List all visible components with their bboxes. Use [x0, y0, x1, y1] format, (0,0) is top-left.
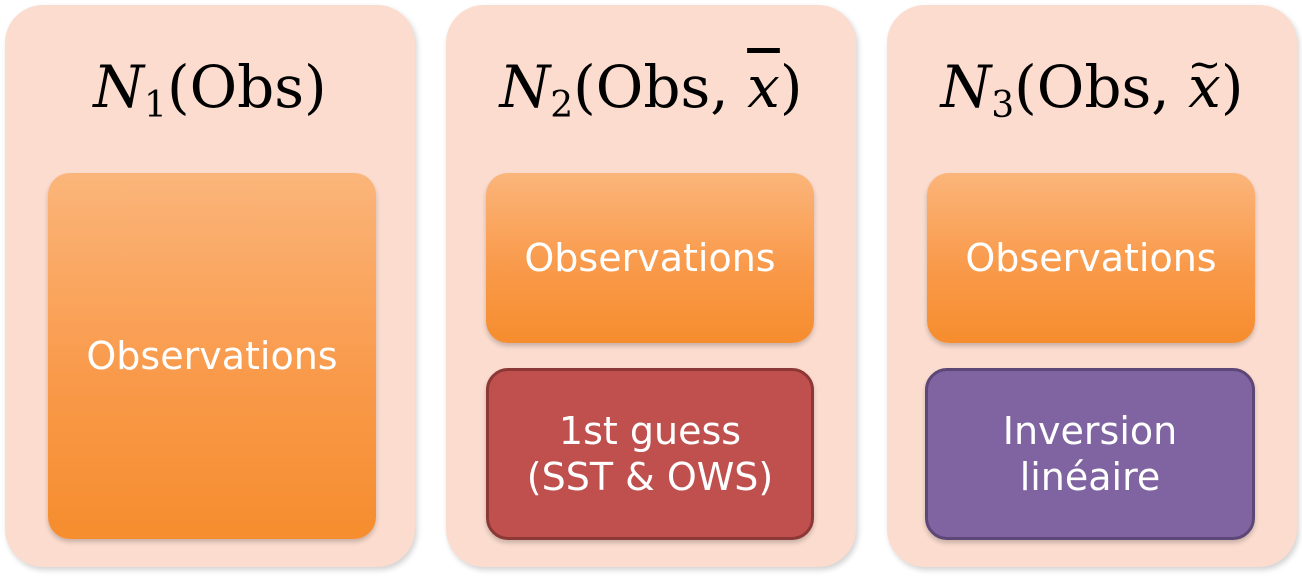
- title-close-paren: ): [304, 53, 327, 121]
- title-subscript: 2: [550, 85, 574, 126]
- first-guess-label: 1st guess (SST & OWS): [526, 409, 774, 499]
- inversion-lineaire-box: Inversion linéaire: [925, 368, 1255, 540]
- panel-n2: N2(Obs, x) Observations 1st guess (SST &…: [446, 5, 856, 567]
- title-close-paren: ): [1220, 53, 1244, 121]
- observations-label: Observations: [965, 236, 1217, 280]
- observations-label: Observations: [86, 334, 338, 378]
- title-variable-x-bar: x: [747, 53, 780, 121]
- panel-n1: N1(Obs) Observations: [5, 5, 415, 567]
- inversion-label: Inversion linéaire: [1002, 409, 1178, 499]
- first-guess-box: 1st guess (SST & OWS): [486, 368, 814, 540]
- observations-box: Observations: [927, 173, 1255, 343]
- title-subscript: 1: [144, 85, 167, 126]
- title-args: Obs,: [1036, 53, 1189, 121]
- panel-title-n2: N2(Obs, x): [446, 47, 856, 127]
- panel-n3: N3(Obs, x) Observations Inversion linéai…: [887, 5, 1297, 567]
- observations-box: Observations: [48, 173, 376, 539]
- title-args: Obs,: [595, 53, 748, 121]
- title-symbol: N: [940, 53, 992, 121]
- title-open-paren: (: [573, 53, 596, 121]
- panel-title-n3: N3(Obs, x): [887, 47, 1297, 127]
- title-close-paren: ): [779, 53, 803, 121]
- title-open-paren: (: [166, 53, 190, 121]
- observations-box: Observations: [486, 173, 814, 343]
- title-args: Obs: [189, 53, 305, 121]
- title-open-paren: (: [1014, 53, 1037, 121]
- title-variable-x-tilde: x: [1188, 47, 1221, 127]
- panel-title-n1: N1(Obs): [5, 47, 415, 127]
- observations-label: Observations: [524, 236, 776, 280]
- title-subscript: 3: [991, 85, 1015, 126]
- title-symbol: N: [93, 53, 145, 121]
- title-symbol: N: [499, 53, 551, 121]
